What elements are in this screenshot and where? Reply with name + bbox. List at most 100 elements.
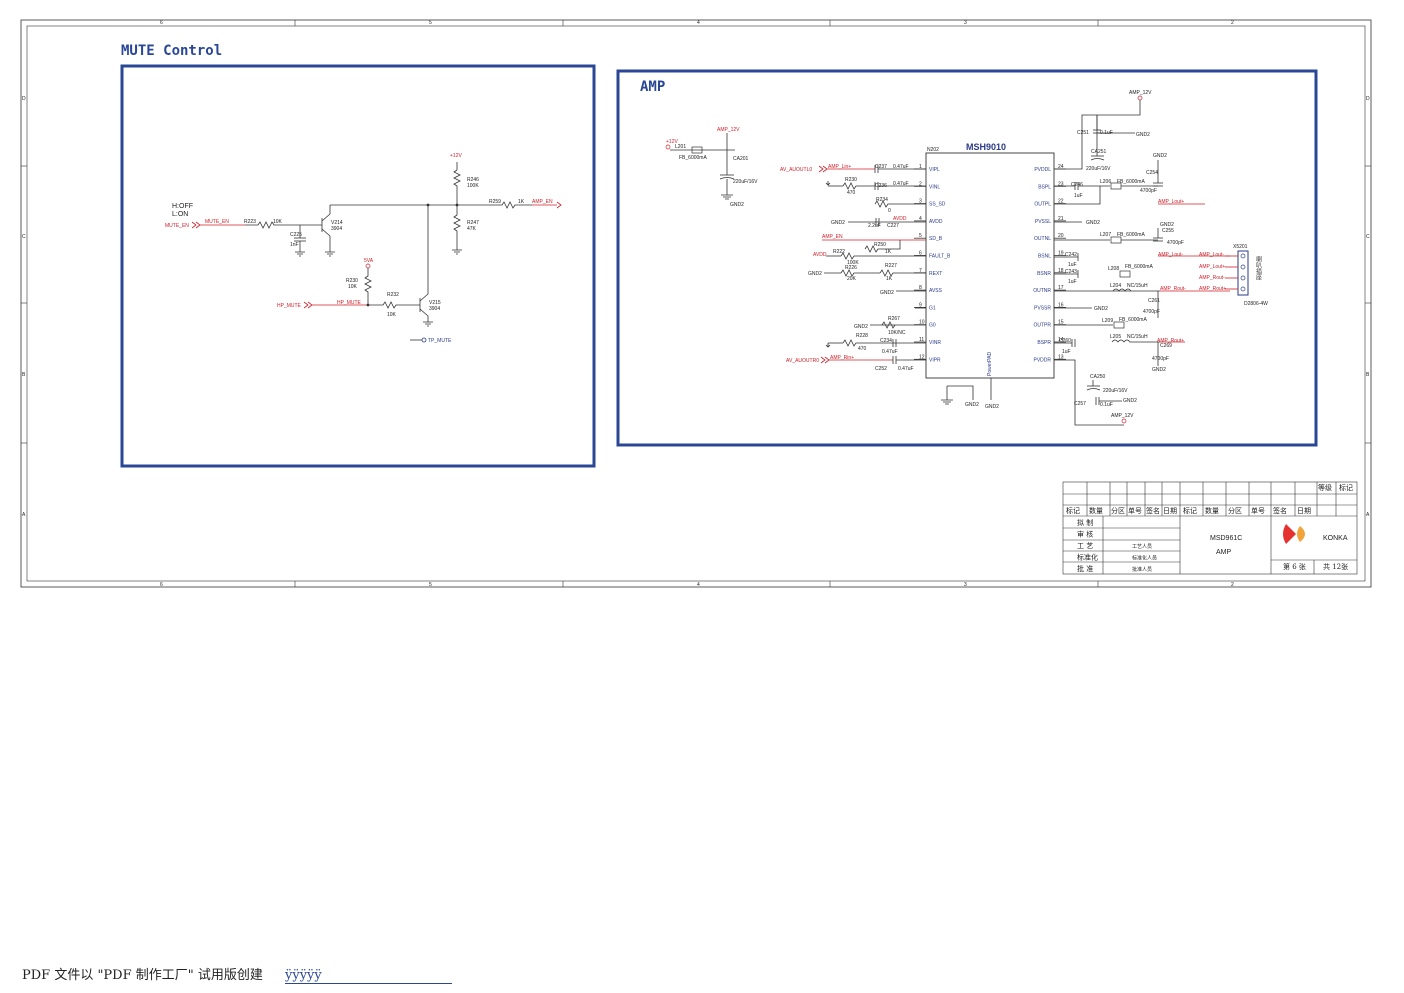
svg-text:+12V: +12V: [666, 139, 678, 145]
svg-text:R223: R223: [244, 219, 256, 225]
konka-logo-icon: [1283, 524, 1305, 544]
tb-sheet-total: 共 12张: [1323, 562, 1348, 571]
pin-num: 23: [1058, 181, 1064, 187]
svg-text:C252: C252: [875, 366, 887, 372]
svg-text:1nF: 1nF: [290, 242, 299, 248]
svg-text:R227: R227: [885, 263, 897, 269]
svg-text:470: 470: [847, 190, 856, 196]
chip-ref: N202: [927, 147, 939, 153]
svg-text:AMP_12V: AMP_12V: [717, 127, 740, 133]
svg-text:L208: L208: [1108, 266, 1119, 272]
svg-text:C237: C237: [875, 164, 887, 170]
svg-text:AMP_12V: AMP_12V: [1111, 413, 1134, 419]
svg-text:C246: C246: [1071, 182, 1083, 188]
svg-text:0.47uF: 0.47uF: [893, 181, 909, 187]
mute-note-off: H:OFF: [172, 203, 193, 210]
tb-role: 标准化: [1077, 553, 1098, 562]
power-pad: PowerPAD: [987, 352, 993, 376]
svg-text:220uF/16V: 220uF/16V: [1086, 166, 1111, 172]
svg-text:AVDD: AVDD: [893, 216, 907, 222]
svg-text:V215: V215: [429, 300, 441, 306]
grid-col-3: 4: [697, 20, 700, 26]
svg-text:AV_AUOUTR0: AV_AUOUTR0: [786, 358, 819, 364]
grid-col-5: 2: [1231, 20, 1234, 26]
svg-text:1K: 1K: [886, 276, 893, 282]
tb-header-cell: 数量: [1205, 506, 1219, 515]
svg-text:100K: 100K: [467, 183, 479, 189]
svg-text:R247: R247: [467, 220, 479, 226]
svg-text:L204: L204: [1110, 283, 1121, 289]
pin-num: 8: [919, 285, 922, 291]
svg-text:GND2: GND2: [1160, 222, 1174, 228]
svg-text:C260: C260: [1059, 338, 1071, 344]
grid-col-1: 6: [160, 20, 163, 26]
tb-sheet-name: AMP: [1216, 549, 1232, 556]
svg-text:AMP_EN: AMP_EN: [822, 234, 843, 240]
svg-text:100K: 100K: [847, 260, 859, 266]
tb-header-cell: 单号: [1128, 506, 1142, 515]
svg-text:GND2: GND2: [985, 404, 999, 410]
pdf-footer: PDF 文件以 "PDF 制作工厂" 试用版创建 ÿÿÿÿÿ: [22, 964, 452, 984]
svg-text:3904: 3904: [429, 306, 440, 312]
svg-text:R267: R267: [888, 316, 900, 322]
net-mute-en2: MUTE_EN: [205, 219, 229, 225]
grid-col-1b: 6: [160, 582, 163, 588]
svg-text:GND2: GND2: [831, 220, 845, 226]
svg-text:C227: C227: [887, 223, 899, 229]
svg-text:AMP_Lin+: AMP_Lin+: [828, 164, 851, 170]
chip-name: MSH9010: [966, 142, 1006, 152]
tb-role-person: 标准化人员: [1132, 555, 1157, 562]
pin-num: 20: [1058, 233, 1064, 239]
pin-name-vinr: VINR: [929, 340, 941, 346]
pin-num: 11: [919, 337, 924, 343]
pin-num: 16: [1058, 302, 1064, 308]
svg-text:R226: R226: [845, 265, 857, 271]
svg-text:1uF: 1uF: [1062, 349, 1071, 355]
pin-num: 10: [919, 320, 925, 326]
svg-text:FB_6000mA: FB_6000mA: [679, 155, 707, 161]
pin-num: 9: [919, 302, 922, 308]
svg-text:L207: L207: [1100, 232, 1111, 238]
pin-name-sd_b: SD_B: [929, 236, 943, 242]
svg-text:C236: C236: [875, 183, 887, 189]
footer-link[interactable]: ÿÿÿÿÿ: [285, 968, 452, 984]
svg-text:10K: 10K: [387, 312, 397, 318]
pin-name-vipr: VIPR: [929, 357, 941, 363]
pin-name-pvddr: PVDDR: [1033, 357, 1051, 363]
svg-text:R234: R234: [876, 197, 888, 203]
svg-text:AMP_Rout+: AMP_Rout+: [1157, 338, 1184, 344]
pin-num: 2: [919, 181, 922, 187]
grid-row-c: C: [22, 234, 26, 240]
svg-text:X5201: X5201: [1233, 244, 1248, 250]
pin-num: 24: [1058, 164, 1064, 170]
tb-role: 批 准: [1077, 564, 1093, 573]
grid-row-c2: C: [1366, 234, 1370, 240]
svg-text:L201: L201: [675, 144, 686, 150]
tb-mark: 标记: [1339, 483, 1353, 492]
tb-header-cell: 签名: [1273, 506, 1287, 515]
pin-name-outpr: OUTPR: [1034, 323, 1052, 329]
tb-role: 工 艺: [1077, 542, 1093, 550]
footer-text: PDF 文件以 "PDF 制作工厂" 试用版创建: [22, 968, 263, 983]
svg-text:L206: L206: [1100, 179, 1111, 185]
pin-num: 15: [1058, 320, 1064, 326]
svg-text:3904: 3904: [331, 226, 342, 232]
svg-text:R246: R246: [467, 177, 479, 183]
svg-text:10K: 10K: [273, 219, 283, 225]
svg-text:GND2: GND2: [1136, 132, 1150, 138]
grid-row-b2: B: [1366, 372, 1370, 378]
svg-text:L209: L209: [1102, 318, 1113, 324]
pin-num: 22: [1058, 199, 1064, 205]
svg-text:C234: C234: [880, 338, 892, 344]
svg-text:1uF: 1uF: [1074, 193, 1083, 199]
pin-num: 4: [919, 216, 922, 222]
svg-text:2.2uF: 2.2uF: [868, 223, 881, 229]
pin-name-pvddl: PVDDL: [1034, 167, 1051, 173]
pin-num: 19: [1058, 251, 1064, 257]
svg-text:C269: C269: [1160, 343, 1172, 349]
svg-text:AV_AUOUTL0: AV_AUOUTL0: [780, 167, 812, 173]
pin-name-rext: REXT: [929, 271, 942, 277]
net-mute-en: MUTE_EN: [165, 223, 189, 229]
tb-grade: 等级: [1318, 483, 1332, 492]
